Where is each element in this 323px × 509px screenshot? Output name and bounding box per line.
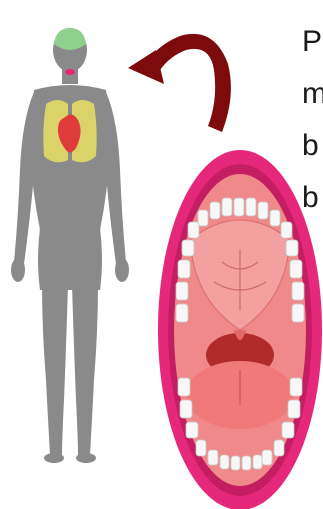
tooth (176, 282, 188, 300)
right-hand (115, 258, 129, 282)
cropped-text-block: P m b b (302, 22, 323, 230)
text-line: b (302, 178, 323, 230)
tooth (282, 422, 294, 438)
text-line: P (302, 22, 323, 74)
right-leg (72, 285, 98, 455)
tooth (292, 282, 304, 300)
tooth (178, 260, 190, 278)
tooth (234, 198, 244, 216)
tooth (196, 440, 206, 456)
tooth (270, 210, 280, 226)
tooth (242, 456, 251, 470)
tooth (288, 400, 300, 418)
tooth (222, 198, 232, 216)
tooth (231, 456, 240, 470)
hips (38, 228, 102, 290)
tooth (198, 210, 208, 226)
text-line: m (302, 74, 323, 126)
tooth (258, 202, 268, 219)
tooth (188, 222, 199, 238)
human-body-icon (11, 28, 129, 463)
tooth (186, 422, 198, 438)
mouth-marker (65, 69, 75, 75)
tooth (246, 198, 256, 216)
tooth (176, 304, 188, 322)
tooth (281, 222, 292, 238)
tooth (292, 304, 304, 322)
open-mouth-icon (158, 150, 322, 509)
tooth (182, 240, 194, 256)
tooth (220, 455, 229, 469)
tooth (178, 378, 190, 396)
arrow-shaft (148, 34, 231, 132)
curved-arrow-icon (128, 34, 231, 132)
tooth (274, 440, 284, 456)
tooth (262, 450, 272, 465)
tooth (253, 455, 262, 469)
left-foot (44, 453, 64, 463)
right-foot (76, 453, 96, 463)
tooth (290, 378, 302, 396)
tooth (180, 400, 192, 418)
text-line: b (302, 126, 323, 178)
tooth (208, 450, 218, 465)
tooth (290, 260, 302, 278)
brain-icon (54, 28, 86, 50)
left-hand (11, 258, 25, 282)
tooth (210, 202, 220, 219)
left-leg (42, 285, 68, 455)
tooth (286, 240, 298, 256)
